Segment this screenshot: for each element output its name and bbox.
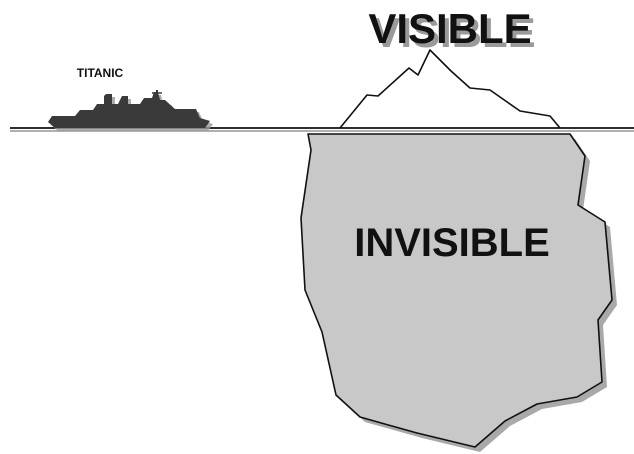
ship-label: TITANIC	[77, 66, 124, 80]
ship-icon	[48, 90, 210, 128]
visible-label: VISIBLE	[368, 5, 531, 52]
iceberg-above-water	[340, 50, 560, 128]
ship-hull	[48, 92, 210, 128]
invisible-label: INVISIBLE	[354, 221, 550, 265]
